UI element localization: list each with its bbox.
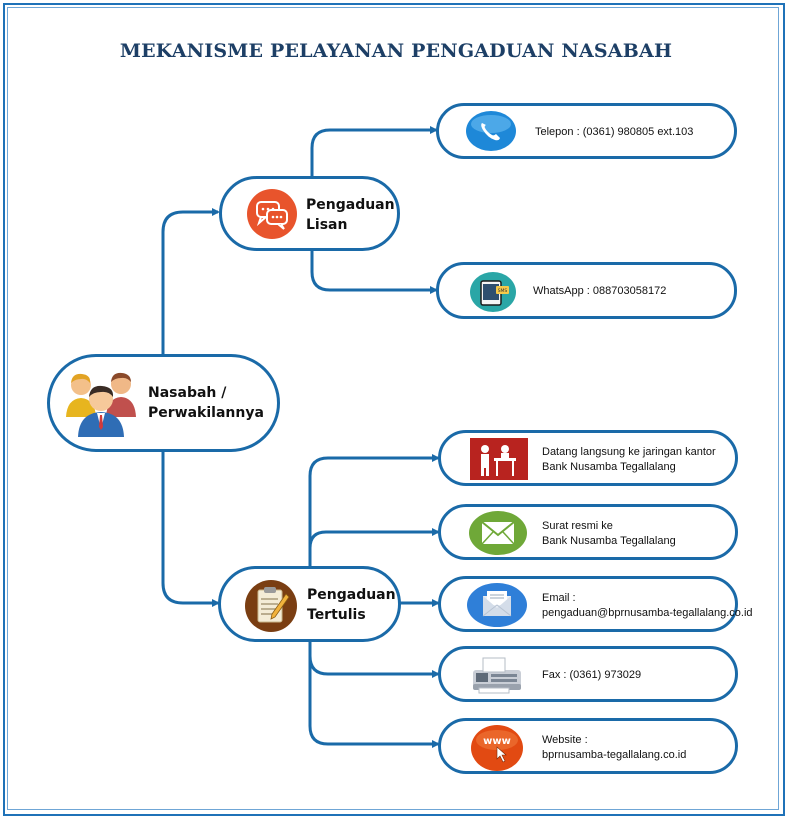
email-line1: Email : xyxy=(542,592,576,604)
email-line2: pengaduan@bprnusamba-tegallalang.co.id xyxy=(542,607,753,619)
email-text: Email : pengaduan@bprnusamba-tegallalang… xyxy=(542,591,753,621)
channel-website: www Website : bprnusamba-tegallalang.co.… xyxy=(438,718,738,774)
lisan-label-line1: Pengaduan xyxy=(306,197,395,213)
fax-icon xyxy=(467,654,527,696)
channel-fax: Fax : (0361) 973029 xyxy=(438,646,738,702)
surat-line1: Surat resmi ke xyxy=(542,520,613,532)
connector-tertulis-website xyxy=(308,656,440,748)
telepon-line1: Telepon : (0361) 980805 ext.103 xyxy=(535,126,694,138)
root-label: Nasabah / Perwakilannya xyxy=(148,383,264,423)
outer-frame xyxy=(3,3,785,816)
svg-text:www: www xyxy=(483,736,511,747)
website-text: Website : bprnusamba-tegallalang.co.id xyxy=(542,733,686,763)
fax-text: Fax : (0361) 973029 xyxy=(542,668,641,683)
root-node: Nasabah / Perwakilannya xyxy=(47,354,280,452)
channel-datang: Datang langsung ke jaringan kantor Bank … xyxy=(438,430,738,486)
telepon-text: Telepon : (0361) 980805 ext.103 xyxy=(535,125,693,140)
tablet-icon: SMS xyxy=(470,272,516,312)
connector-tertulis-surat xyxy=(308,528,440,549)
office-visit-icon xyxy=(470,438,528,480)
tertulis-label: Pengaduan Tertulis xyxy=(307,585,396,625)
people-icon xyxy=(64,369,138,439)
notepad-icon xyxy=(245,580,297,632)
surat-text: Surat resmi ke Bank Nusamba Tegallalang xyxy=(542,519,676,549)
diagram-title: MEKANISME PELAYANAN PENGADUAN NASABAH xyxy=(119,40,673,62)
lisan-label-line2: Lisan xyxy=(306,217,348,233)
inner-frame xyxy=(7,7,779,810)
surat-line2: Bank Nusamba Tegallalang xyxy=(542,535,676,547)
connector-root-lisan xyxy=(161,208,220,355)
tertulis-label-line1: Pengaduan xyxy=(307,587,396,603)
website-line1: Website : xyxy=(542,734,588,746)
root-label-line1: Nasabah / xyxy=(148,385,227,401)
datang-text: Datang langsung ke jaringan kantor Bank … xyxy=(542,445,716,475)
email-icon xyxy=(467,583,527,627)
connector-tertulis-datang xyxy=(308,454,440,568)
phone-icon xyxy=(466,111,516,151)
connector-tertulis-fax xyxy=(308,640,440,678)
datang-line2: Bank Nusamba Tegallalang xyxy=(542,461,676,473)
connector-root-tertulis xyxy=(161,452,220,607)
lisan-label: Pengaduan Lisan xyxy=(306,195,395,235)
whatsapp-line1: WhatsApp : 088703058172 xyxy=(533,285,667,297)
channel-surat: Surat resmi ke Bank Nusamba Tegallalang xyxy=(438,504,738,560)
lisan-node: Pengaduan Lisan xyxy=(219,176,400,251)
channel-email: Email : pengaduan@bprnusamba-tegallalang… xyxy=(438,576,753,632)
channel-telepon: Telepon : (0361) 980805 ext.103 xyxy=(436,103,737,159)
tertulis-label-line2: Tertulis xyxy=(307,607,366,623)
datang-line1: Datang langsung ke jaringan kantor xyxy=(542,446,716,458)
channel-whatsapp: SMS WhatsApp : 088703058172 xyxy=(436,262,737,319)
fax-line1: Fax : (0361) 973029 xyxy=(542,669,642,681)
root-label-line2: Perwakilannya xyxy=(148,405,264,421)
www-icon: www xyxy=(471,725,523,771)
svg-text:SMS: SMS xyxy=(498,288,508,294)
tertulis-node: Pengaduan Tertulis xyxy=(218,566,401,642)
envelope-icon xyxy=(469,511,527,555)
connector-lisan-whatsapp xyxy=(310,248,438,294)
website-line2: bprnusamba-tegallalang.co.id xyxy=(542,749,687,761)
connector-lisan-telepon xyxy=(310,126,438,178)
chat-bubble-icon xyxy=(247,189,297,239)
whatsapp-text: WhatsApp : 088703058172 xyxy=(533,284,666,299)
